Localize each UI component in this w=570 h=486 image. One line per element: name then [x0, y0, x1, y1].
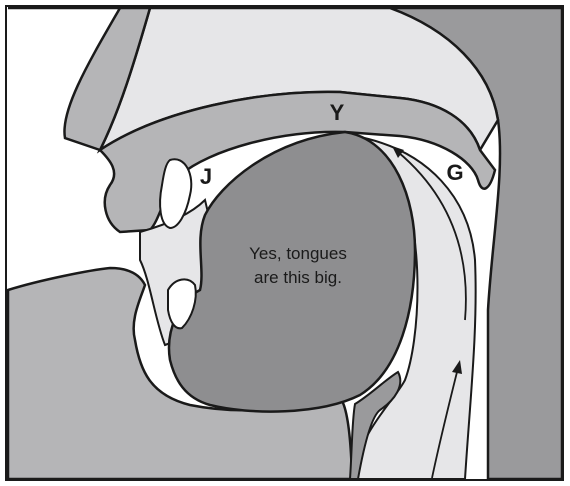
- label-y: Y: [330, 100, 345, 125]
- caption-line-2: are this big.: [254, 268, 342, 287]
- label-j: J: [200, 164, 212, 189]
- label-g: G: [446, 160, 463, 185]
- caption-line-1: Yes, tongues: [249, 244, 347, 263]
